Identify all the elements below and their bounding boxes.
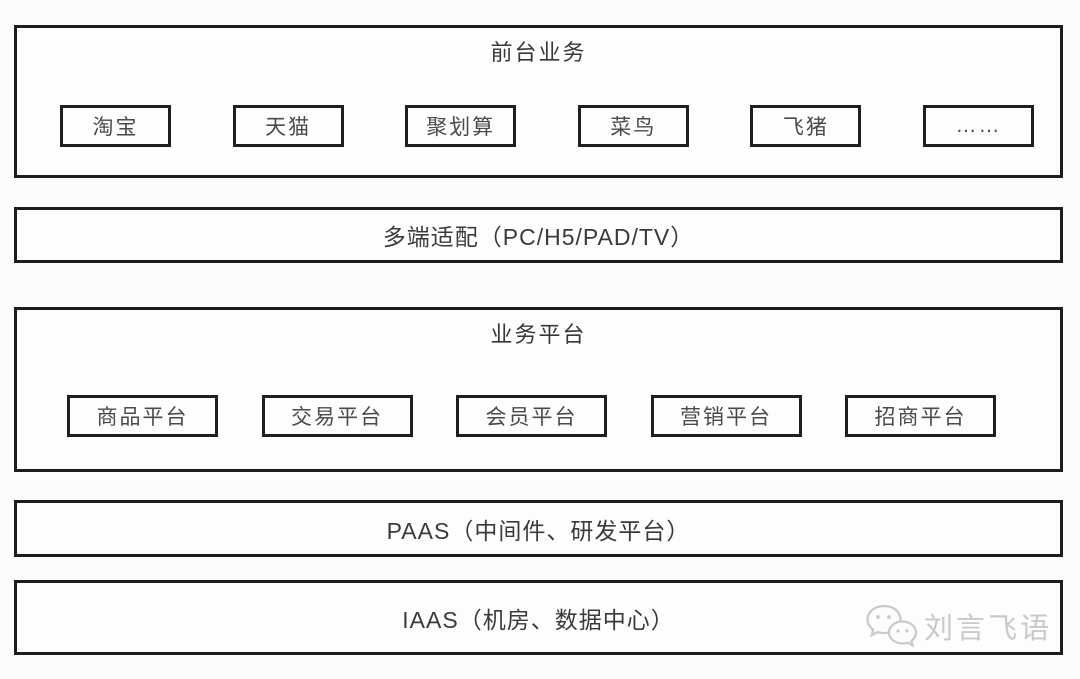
item-box-merchant-platform: 招商平台 [845, 395, 996, 437]
iaas-layer-label: IAAS（机房、数据中心） [402, 606, 675, 633]
item-box-tmall: 天猫 [232, 105, 344, 147]
item-box-trade-platform: 交易平台 [261, 395, 413, 437]
item-box-fliggy: 飞猪 [750, 105, 862, 147]
item-box-cainiao: 菜鸟 [577, 105, 689, 147]
business-layer-title: 业务平台 [490, 322, 587, 347]
wechat-chat-bubbles-icon [865, 603, 917, 649]
layer-business-platform: 业务平台 商品平台 交易平台 会员平台 营销平台 招商平台 [14, 307, 1063, 472]
item-box-marketing-platform: 营销平台 [650, 395, 802, 437]
layer-frontend-business: 前台业务 淘宝 天猫 聚划算 菜鸟 飞猪 …… [14, 25, 1063, 178]
layer-paas: PAAS（中间件、研发平台） [14, 500, 1063, 557]
item-box-taobao: 淘宝 [60, 105, 171, 147]
paas-layer-label: PAAS（中间件、研发平台） [386, 517, 691, 544]
item-box-juhuasuan: 聚划算 [405, 105, 517, 147]
frontend-items-row: 淘宝 天猫 聚划算 菜鸟 飞猪 …… [17, 105, 1060, 147]
business-items-row: 商品平台 交易平台 会员平台 营销平台 招商平台 [17, 395, 1060, 437]
item-box-commodity-platform: 商品平台 [67, 395, 218, 437]
item-box-ellipsis: …… [922, 105, 1034, 147]
layer-multi-terminal-adapter: 多端适配（PC/H5/PAD/TV） [14, 207, 1063, 263]
frontend-layer-title: 前台业务 [490, 40, 587, 65]
adapter-layer-label: 多端适配（PC/H5/PAD/TV） [382, 224, 695, 250]
watermark-text: 刘言飞语 [923, 613, 1052, 645]
item-box-member-platform: 会员平台 [456, 395, 607, 437]
watermark: 刘言飞语 [865, 603, 1052, 649]
